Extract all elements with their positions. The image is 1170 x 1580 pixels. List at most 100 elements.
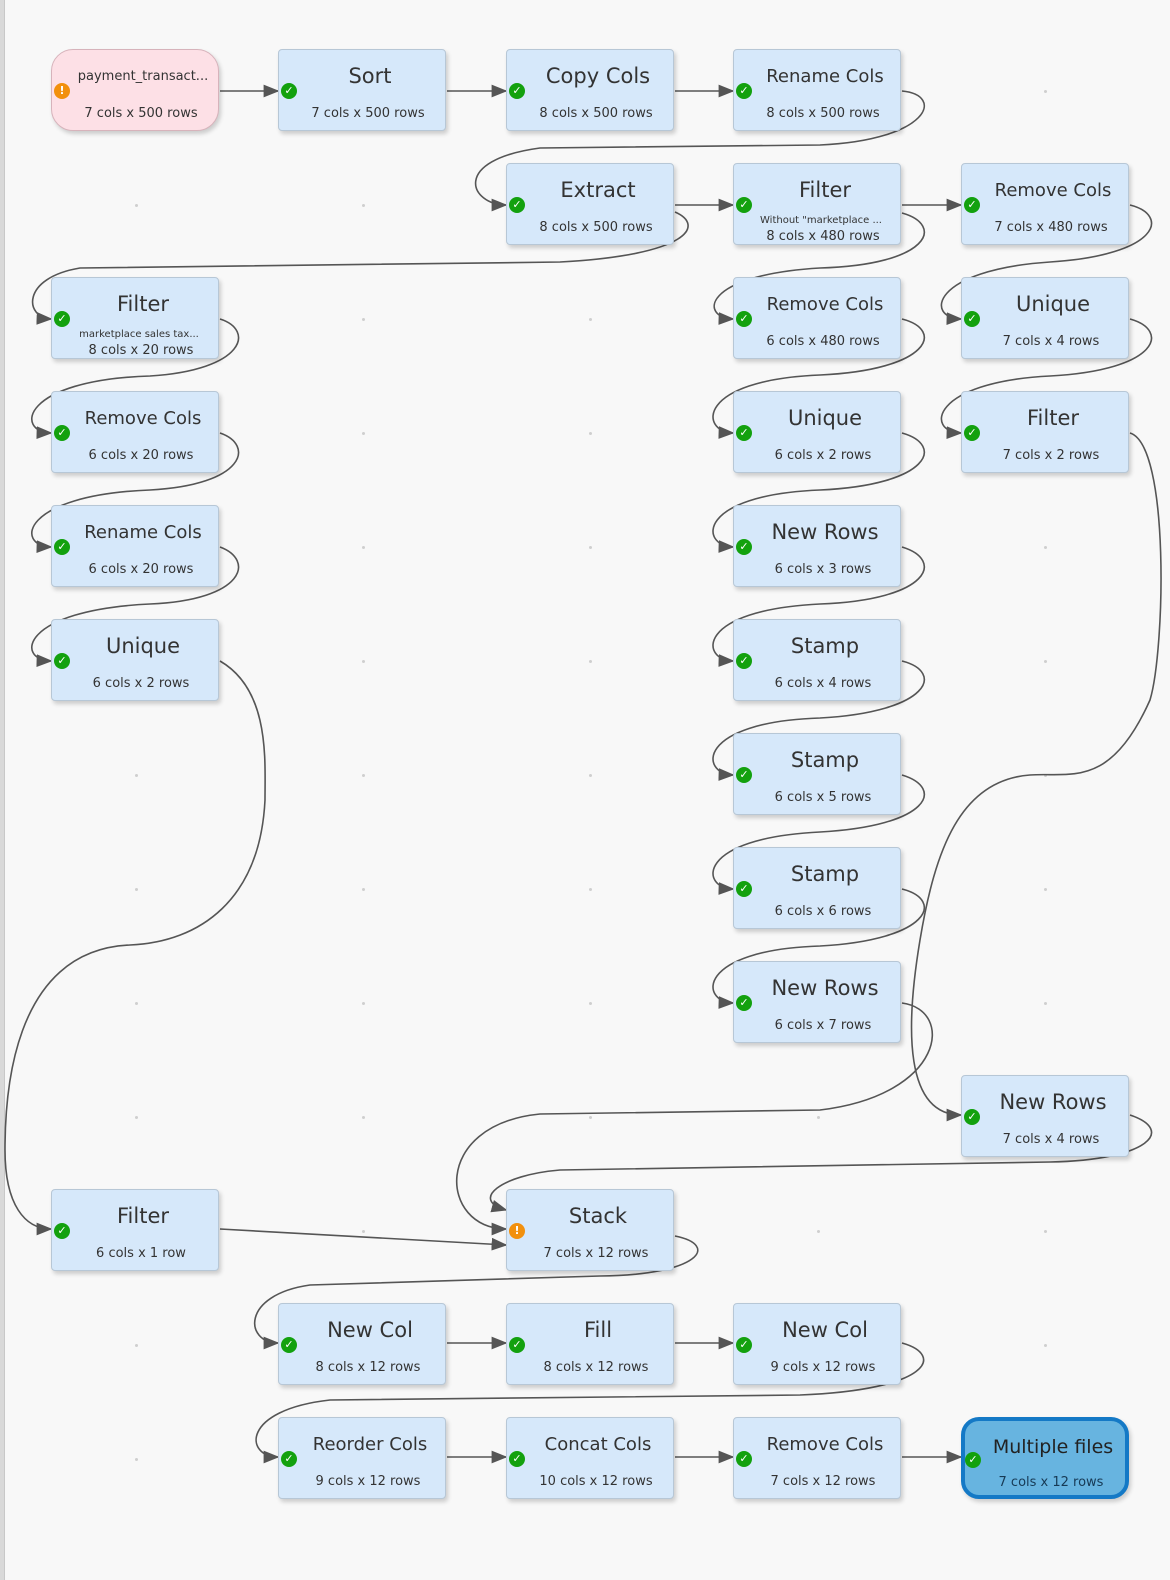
connection-edge[interactable] <box>712 546 926 667</box>
grid-dot <box>135 1344 138 1347</box>
node-title: Fill <box>583 1318 613 1342</box>
connection-edge[interactable] <box>712 432 926 553</box>
node-extract[interactable]: ✓ Extract 8 cols x 500 rows <box>506 163 674 245</box>
check-icon: ✓ <box>736 1451 752 1467</box>
node-rename-cols[interactable]: ✓ Rename Cols 8 cols x 500 rows <box>733 49 901 131</box>
connection-edge[interactable] <box>712 660 926 781</box>
node-title: Stamp <box>790 748 860 772</box>
node-stamp[interactable]: ✓ Stamp 6 cols x 5 rows <box>733 733 901 815</box>
node-title: New Col <box>327 1318 413 1342</box>
grid-dot <box>135 204 138 207</box>
connection-edge[interactable] <box>455 1002 934 1236</box>
node-stamp[interactable]: ✓ Stamp 6 cols x 6 rows <box>733 847 901 929</box>
check-icon: ✓ <box>736 83 752 99</box>
node-rename-cols[interactable]: ✓ Rename Cols 6 cols x 20 rows <box>51 505 219 587</box>
grid-dot <box>1044 888 1047 891</box>
grid-dot <box>135 1002 138 1005</box>
connection-edge[interactable] <box>712 318 926 439</box>
connection-edge[interactable] <box>712 888 926 1009</box>
node-dims: 8 cols x 12 rows <box>543 1360 649 1375</box>
connection-edge[interactable] <box>30 546 240 667</box>
check-icon: ✓ <box>509 197 525 213</box>
grid-dot <box>589 1116 592 1119</box>
connection-edge[interactable] <box>910 432 1162 1122</box>
check-icon: ✓ <box>736 995 752 1011</box>
connection-edge[interactable] <box>474 90 926 212</box>
node-title: Rename Cols <box>766 66 884 87</box>
grid-dot <box>589 1002 592 1005</box>
node-new-col[interactable]: ✓ New Col 8 cols x 12 rows <box>278 1303 446 1385</box>
connection-edge[interactable] <box>713 212 926 325</box>
connection-edge[interactable] <box>255 1342 925 1464</box>
node-filter[interactable]: ✓ Filter 6 cols x 1 row <box>51 1189 219 1271</box>
node-multiple-files-output[interactable]: ✓ Multiple files 7 cols x 12 rows <box>961 1417 1129 1499</box>
node-dims: 7 cols x 12 rows <box>543 1246 649 1261</box>
node-filter[interactable]: ✓ Filter Without "marketplace ... 8 cols… <box>733 163 901 245</box>
connection-edge[interactable] <box>254 1235 699 1350</box>
node-payment-transactions-input[interactable]: ! payment_transact... 7 cols x 500 rows <box>51 49 219 131</box>
grid-dot <box>589 660 592 663</box>
node-new-col[interactable]: ✓ New Col 9 cols x 12 rows <box>733 1303 901 1385</box>
grid-dot <box>1044 660 1047 663</box>
grid-dot <box>817 1230 820 1233</box>
node-title: Remove Cols <box>84 408 202 429</box>
node-filter[interactable]: ✓ Filter marketplace sales tax... 8 cols… <box>51 277 219 359</box>
node-copy-cols[interactable]: ✓ Copy Cols 8 cols x 500 rows <box>506 49 674 131</box>
check-icon: ✓ <box>964 311 980 327</box>
node-dims: 7 cols x 2 rows <box>1002 448 1100 463</box>
node-remove-cols[interactable]: ✓ Remove Cols 6 cols x 20 rows <box>51 391 219 473</box>
node-stamp[interactable]: ✓ Stamp 6 cols x 4 rows <box>733 619 901 701</box>
connection-edge[interactable] <box>712 774 925 895</box>
connection-edge[interactable] <box>30 318 240 439</box>
check-icon: ✓ <box>54 1223 70 1239</box>
node-dims: 6 cols x 3 rows <box>774 562 872 577</box>
connection-edge[interactable] <box>30 432 240 553</box>
check-icon: ✓ <box>736 881 752 897</box>
connection-edge[interactable] <box>31 211 689 325</box>
node-new-rows[interactable]: ✓ New Rows 6 cols x 3 rows <box>733 505 901 587</box>
node-unique[interactable]: ✓ Unique 6 cols x 2 rows <box>51 619 219 701</box>
check-icon: ✓ <box>509 83 525 99</box>
node-new-rows[interactable]: ✓ New Rows 7 cols x 4 rows <box>961 1075 1129 1157</box>
connection-edge[interactable] <box>219 1228 508 1251</box>
node-remove-cols[interactable]: ✓ Remove Cols 7 cols x 12 rows <box>733 1417 901 1499</box>
node-title: payment_transact... <box>77 69 209 84</box>
check-icon: ✓ <box>54 311 70 327</box>
node-dims: 7 cols x 12 rows <box>770 1474 876 1489</box>
grid-dot <box>362 660 365 663</box>
node-reorder-cols[interactable]: ✓ Reorder Cols 9 cols x 12 rows <box>278 1417 446 1499</box>
check-icon: ✓ <box>736 197 752 213</box>
node-title: Reorder Cols <box>312 1434 428 1455</box>
node-dims: 6 cols x 6 rows <box>774 904 872 919</box>
node-sort[interactable]: ✓ Sort 7 cols x 500 rows <box>278 49 446 131</box>
grid-dot <box>1044 90 1047 93</box>
node-dims: 6 cols x 2 rows <box>774 448 872 463</box>
node-dims: 8 cols x 20 rows <box>88 343 194 358</box>
node-filter[interactable]: ✓ Filter 7 cols x 2 rows <box>961 391 1129 473</box>
grid-dot <box>589 318 592 321</box>
node-stack[interactable]: ! Stack 7 cols x 12 rows <box>506 1189 674 1271</box>
node-title: Stack <box>568 1204 628 1228</box>
grid-dot <box>589 432 592 435</box>
connection-edge[interactable] <box>4 660 266 1236</box>
grid-dot <box>135 888 138 891</box>
node-title: Stamp <box>790 634 860 658</box>
node-remove-cols[interactable]: ✓ Remove Cols 6 cols x 480 rows <box>733 277 901 359</box>
connection-edge[interactable] <box>940 204 1153 325</box>
node-fill[interactable]: ✓ Fill 8 cols x 12 rows <box>506 1303 674 1385</box>
node-unique[interactable]: ✓ Unique 7 cols x 4 rows <box>961 277 1129 359</box>
node-title: Unique <box>787 406 863 430</box>
node-new-rows[interactable]: ✓ New Rows 6 cols x 7 rows <box>733 961 901 1043</box>
grid-dot <box>362 1230 365 1233</box>
node-dims: 6 cols x 4 rows <box>774 676 872 691</box>
left-panel-edge <box>0 0 5 1580</box>
connection-edge[interactable] <box>940 318 1153 439</box>
connection-edge[interactable] <box>489 1114 1153 1213</box>
node-remove-cols[interactable]: ✓ Remove Cols 7 cols x 480 rows <box>961 163 1129 245</box>
node-title: Stamp <box>790 862 860 886</box>
check-icon: ✓ <box>736 1337 752 1353</box>
node-unique[interactable]: ✓ Unique 6 cols x 2 rows <box>733 391 901 473</box>
node-concat-cols[interactable]: ✓ Concat Cols 10 cols x 12 rows <box>506 1417 674 1499</box>
grid-dot <box>362 1002 365 1005</box>
